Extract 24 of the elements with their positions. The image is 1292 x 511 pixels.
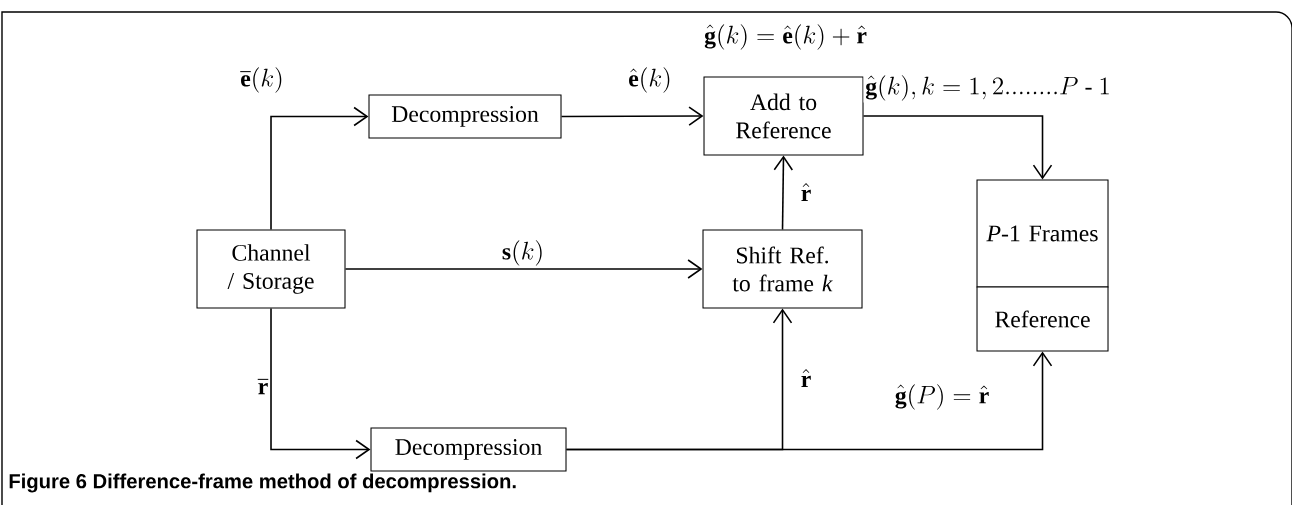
edge-label: $\hat{\mathbf{e}}(k)$ [629,67,670,93]
arrow [270,307,371,460]
arrow [560,106,704,126]
edge-label: $\hat{\mathbf{g}}(k), k = 1,2........P\text{ - }1$ [865,75,1109,101]
process-box: Decompression [370,427,567,472]
edge-label: $\mathbf{s}(k)$ [502,240,542,266]
frame-store-box: P-1 Frames [976,179,1109,288]
process-box: Shift Ref. to frame k [702,229,863,309]
arrow [773,155,794,231]
frame-store-box: Reference [976,286,1109,352]
process-box: Add to Reference [703,76,864,156]
edge-label: $\overline{\mathbf{r}}$ [257,379,269,395]
arrow [344,259,703,279]
edge-label: $\overline{\mathbf{e}}(k)$ [240,67,282,93]
process-box: Channel / Storage [196,229,346,309]
arrow [565,351,1053,451]
arrow [862,115,1053,180]
formula-label: $\hat{\mathbf{g}}(k) = \hat{\mathbf{e}}(k) + \hat{\mathbf{r}}$ [704,24,867,50]
figure-caption: Figure 6 Difference-frame method of decompression. [9,473,516,493]
edge-label: $\hat{\mathbf{r}}$ [801,369,811,387]
process-box: Decompression [368,94,562,139]
arrow [270,106,369,231]
edge-label: $\hat{\mathbf{r}}$ [801,183,811,201]
edge-label: $\hat{\mathbf{g}}(P) = \hat{\mathbf{r}}$ [895,384,989,410]
